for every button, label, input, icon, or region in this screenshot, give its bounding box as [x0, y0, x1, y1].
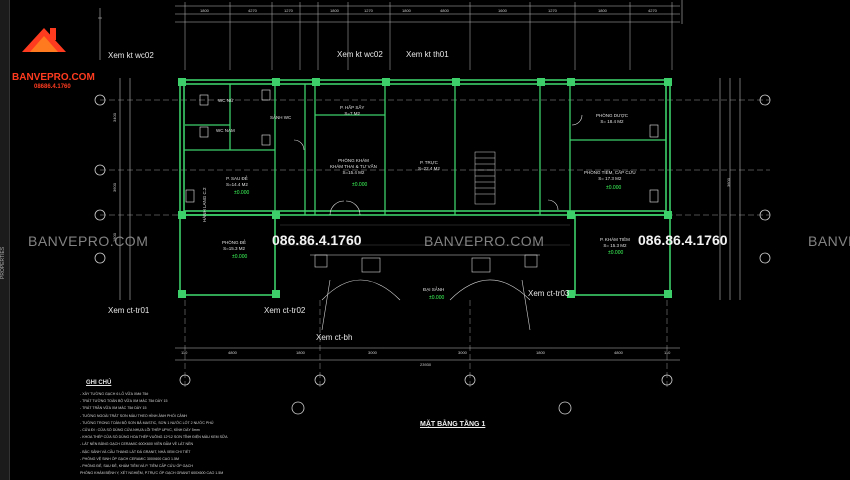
watermark-site: BANVEPRO.COM: [28, 233, 149, 249]
stair: [474, 151, 496, 205]
dim-right: 3600: [725, 178, 731, 187]
note-item: - KHOA THÉP CỬA SỔ DÙNG HOA THÉP VUÔNG 1…: [80, 435, 228, 440]
logo-phone: 08686.4.1760: [34, 84, 71, 90]
watermark-phone: 086.86.4.1760: [638, 232, 728, 248]
note-item: - TƯỜNG TRONG TOÀN BỘ SƠN BẢ MASTIC, SƠN…: [80, 420, 214, 425]
dim-left: 3400: [111, 113, 117, 122]
note-item: PHÒNG KHÁM BỆNH Y, XÉT NGHIỆM, P.TRỰC ỐP…: [80, 471, 224, 476]
dim-bottom: 1800: [536, 350, 545, 355]
dim-bottom: 3000: [458, 350, 467, 355]
note-item: - TRÁT TRẦN VỮA XM MÁC 75# DÀY 15: [80, 406, 147, 411]
room-phong-duoc: PHÒNG DƯỢC S= 18.4 M2: [596, 113, 628, 124]
plan-title: MẶT BẰNG TẦNG 1: [420, 421, 486, 428]
notes-list: - XÂY TƯỜNG GẠCH 6 LỖ VỮA XM# 75# - TRÁT…: [80, 391, 280, 477]
note-item: - TRÁT TƯỜNG TOÀN BỘ VỮA XM MÁC 75# DÀY …: [80, 399, 168, 404]
room-kham-tiem: P. KHÁM TIÊM S= 15.3 M2: [600, 237, 630, 248]
dim-top: 4270: [648, 8, 657, 13]
dim-bottom: 4800: [228, 350, 237, 355]
callout-tr01: Xem ct-tr01: [108, 306, 150, 315]
level-mark: ±0.000: [429, 295, 445, 301]
dim-top: 1270: [364, 8, 373, 13]
watermark-site: BANVEPRO.COM: [424, 233, 545, 249]
room-hanh-lang: HÀNH LANG C.2: [202, 187, 207, 222]
room-wc-nu: WC NỮ: [218, 98, 234, 103]
corridor-lines: [280, 224, 570, 246]
dim-top: 1270: [548, 8, 557, 13]
top-ticks: [184, 2, 673, 70]
note-item: - PHÒNG ĐẺ, SAU ĐẺ, KHÁM TIÊM VÀ P. TIÊM…: [80, 464, 193, 469]
callout-th01: Xem kt th01: [406, 50, 449, 59]
room-dai-sanh: ĐẠI SẢNH: [423, 287, 445, 292]
exterior-walls: [179, 79, 671, 296]
properties-panel-tab[interactable]: PROPERTIES: [0, 0, 10, 480]
level-mark: ±0.000: [608, 250, 624, 256]
room-kham-thai: PHÒNG KHÁM KHÁM THAI & TƯ VẤN S=15.4 M2: [330, 158, 377, 175]
dim-left: 3600: [111, 183, 117, 192]
entrance-porch: [310, 254, 540, 331]
note-item: - CỬA ĐI : CỬA SỔ DÙNG CỬA NHỰA LÕI THÉP…: [80, 428, 200, 433]
grid-bubbles: [94, 94, 771, 415]
level-mark: ±0.000: [232, 254, 248, 260]
dim-bottom: 110: [664, 350, 671, 355]
dim-top: 1800: [200, 8, 209, 13]
dim-bottom: 1800: [296, 350, 305, 355]
dim-bottom: 4800: [614, 350, 623, 355]
notes-title: GHI CHÚ: [86, 380, 112, 386]
room-sanh-wc: SẢNH WC: [270, 115, 292, 120]
interior-walls: [184, 84, 666, 215]
door-swings: [293, 114, 583, 216]
room-hap-say: P. HẤP SẤY S=7 M2: [340, 105, 365, 116]
side-dimension-lines: [119, 0, 741, 300]
dim-top: 1800: [330, 8, 339, 13]
callout-bh: Xem ct-bh: [316, 333, 353, 342]
bottom-dimension-lines: [175, 347, 680, 361]
callout-tr03: Xem ct-tr03: [528, 289, 570, 298]
level-mark: ±0.000: [606, 185, 622, 191]
dim-bottom: 110: [181, 350, 188, 355]
dim-top: 4800: [440, 8, 449, 13]
callout-wc02-center: Xem kt wc02: [337, 50, 383, 59]
dim-total: 23930: [420, 362, 432, 367]
level-mark: ±0.000: [352, 182, 368, 188]
dim-top: 1800: [402, 8, 411, 13]
note-item: - XÂY TƯỜNG GẠCH 6 LỖ VỮA XM# 75#: [80, 392, 149, 396]
columns: [178, 78, 672, 298]
logo-brand: BANVEPRO.COM: [12, 72, 95, 83]
room-wc-nam: WC NAM: [216, 128, 235, 133]
note-item: - LÁT NỀN BẰNG GẠCH CERAMIC 600X600 VIỀN…: [80, 442, 194, 447]
dim-bottom: 3000: [368, 350, 377, 355]
room-phong-de: PHÒNG ĐẺ S=15.3 M2: [222, 240, 247, 251]
room-tiem-cap-cuu: PHÒNG TIÊM, CẤP CỨU S= 17.3 M2: [584, 170, 636, 181]
dim-top: 1600: [498, 8, 507, 13]
dim-top: 4270: [248, 8, 257, 13]
logo-mark: [22, 28, 66, 52]
top-dimension-lines: [98, 5, 680, 60]
dim-top: 1270: [284, 8, 293, 13]
note-item: - BẬC SẢNH VÀ CẦU THANG LÁT ĐÁ GRANIT, N…: [80, 449, 191, 454]
level-mark: ±0.000: [234, 190, 250, 196]
callout-tr02: Xem ct-tr02: [264, 306, 306, 315]
note-item: - TƯỜNG NGOÀI TRÁT SƠN MÀU THEO HÌNH ẢNH…: [80, 413, 188, 418]
wc-fixtures: [185, 89, 659, 203]
room-sau-de: P. SAU ĐẺ S=14.4 M2: [226, 176, 248, 187]
watermark-site: BANVEPRO.COM: [808, 233, 850, 249]
watermark-phone: 086.86.4.1760: [272, 232, 362, 248]
dim-top: 1800: [598, 8, 607, 13]
room-truc: P. TRỰC S=22.4 M2: [418, 160, 440, 171]
note-item: - PHÒNG VỆ SINH ỐP GẠCH CERAMIC 300X600 …: [80, 456, 179, 461]
callout-wc02-left: Xem kt wc02: [108, 51, 154, 60]
